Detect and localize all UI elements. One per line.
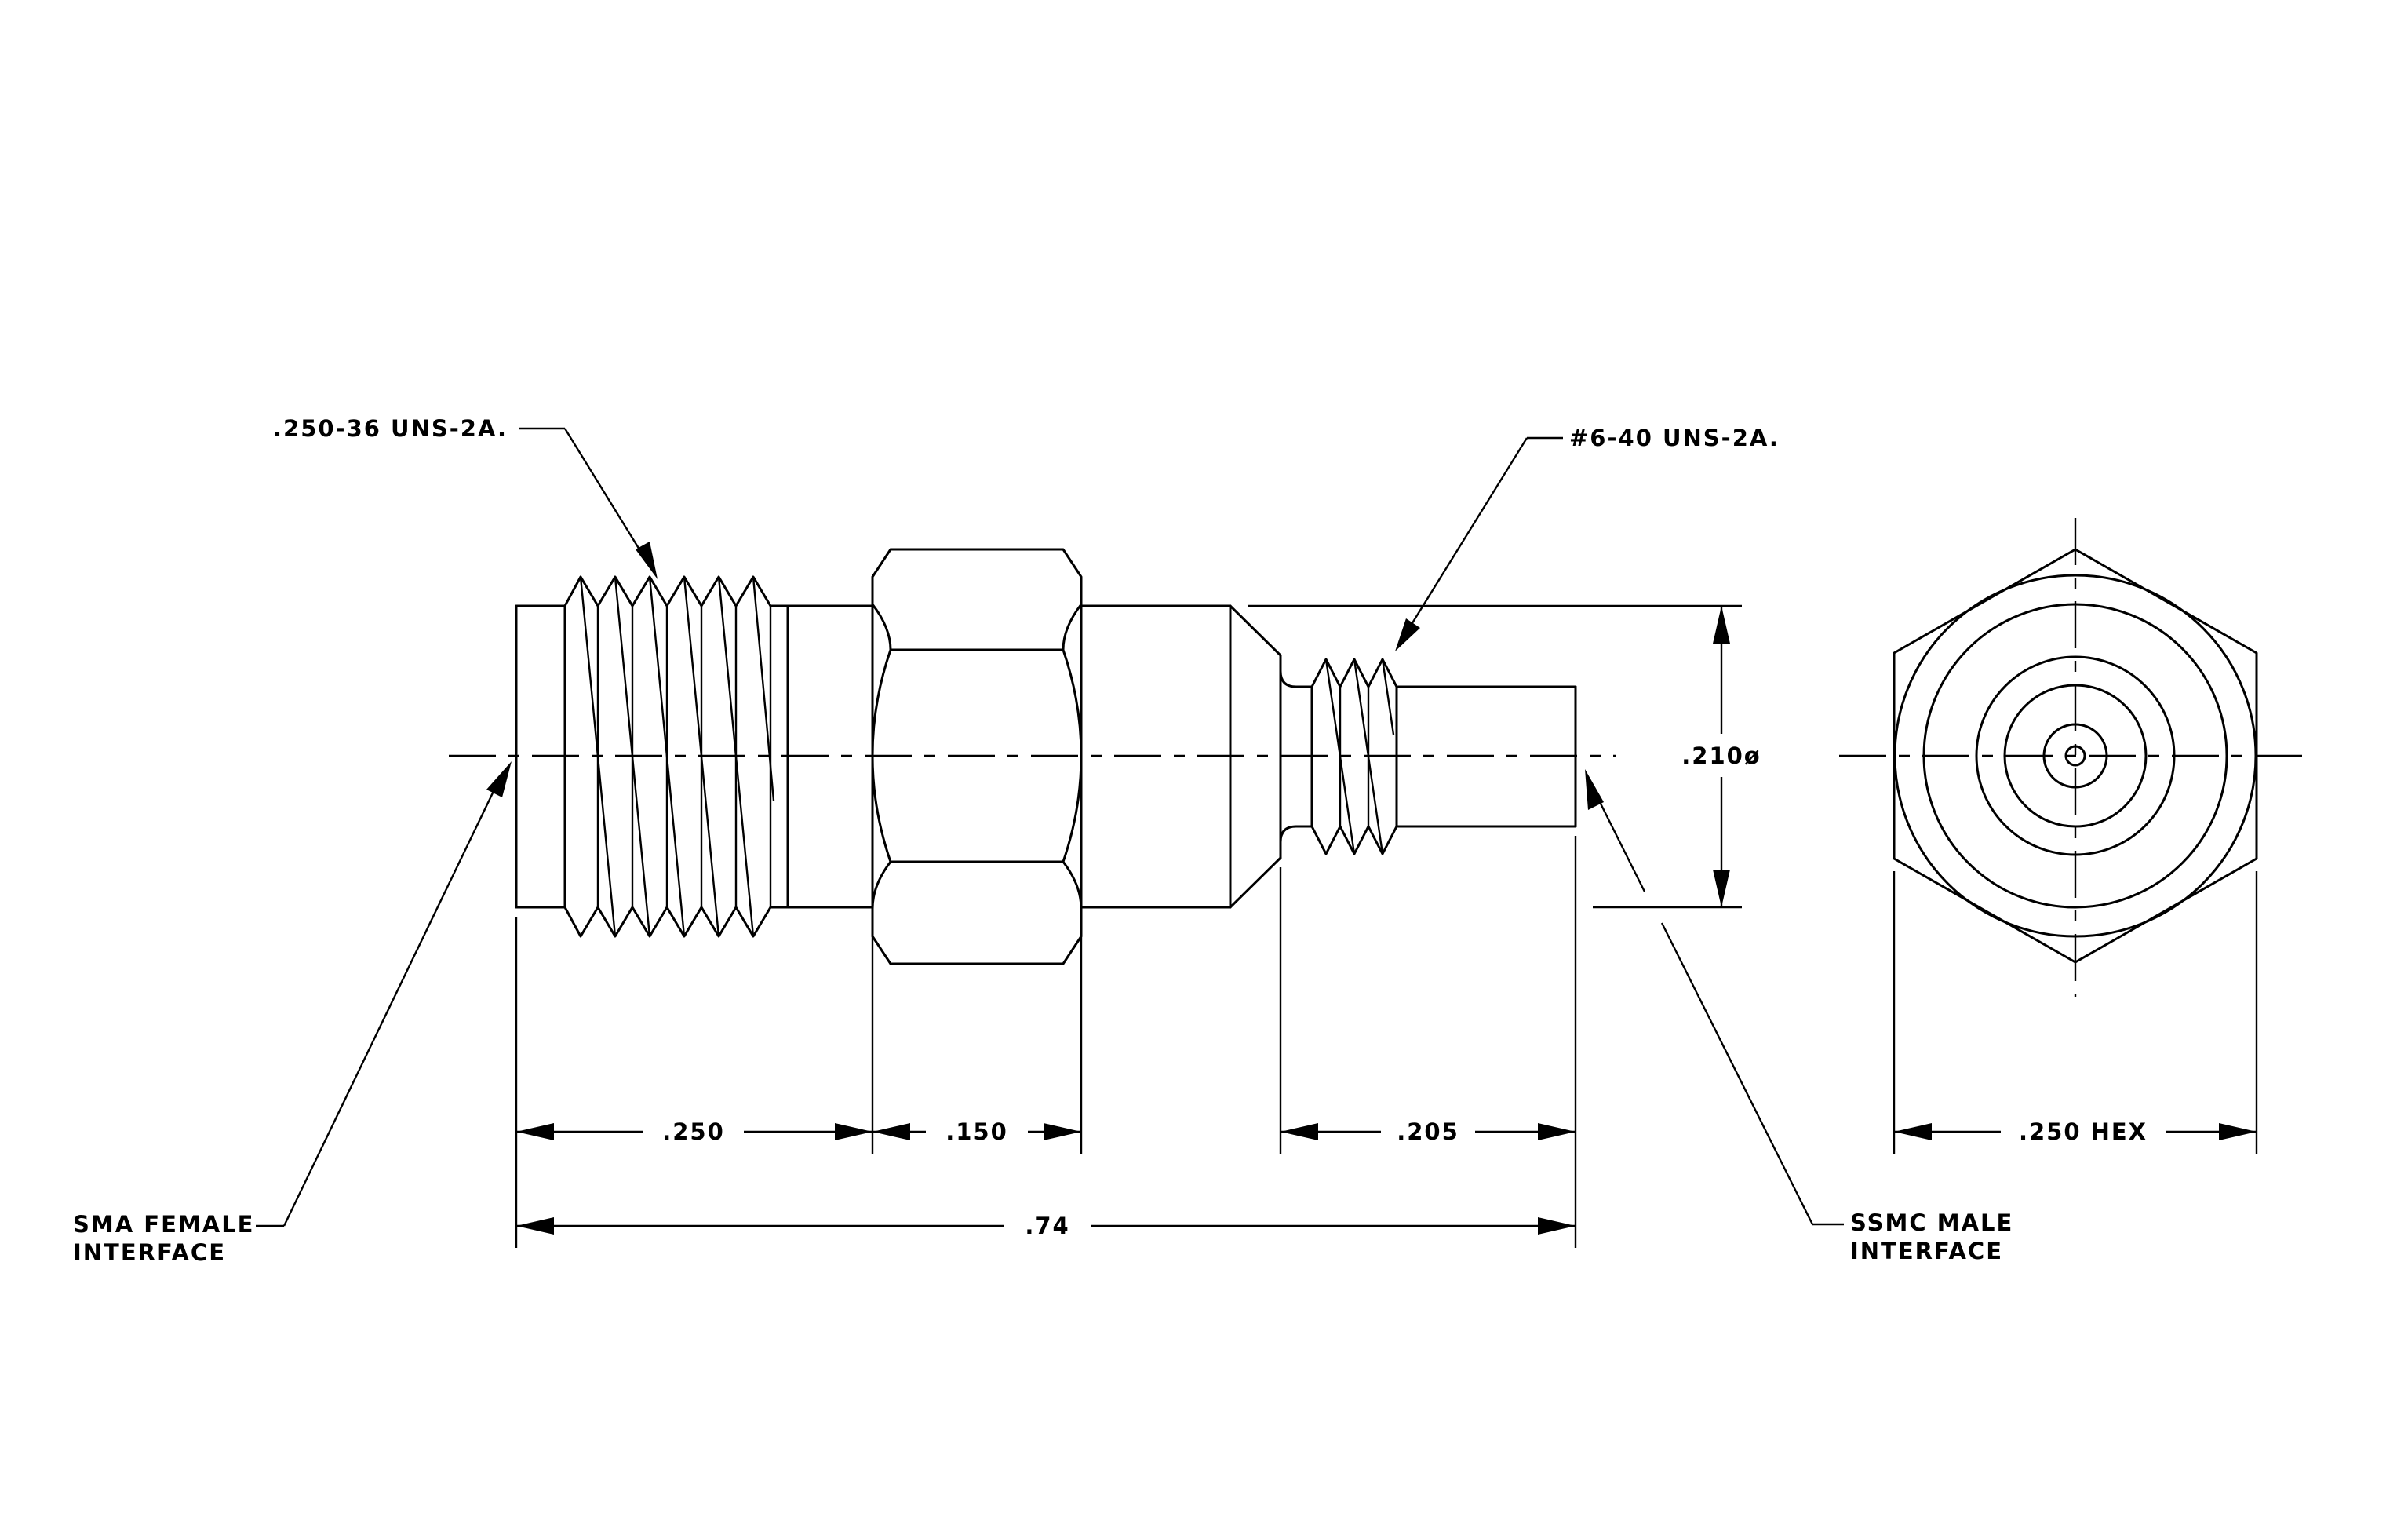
callout-label-ssmc-interface-line2: INTERFACE [1850,1238,2003,1264]
main-body [1080,604,1232,909]
dim-diameter: .210ø [1681,606,1761,907]
ssmc-thread [1310,658,1398,855]
callout-label-ssmc-interface-line1: SSMC MALE [1850,1209,2013,1236]
outer-circle [1893,574,2257,938]
callout-sma-thread: .250-36 UNS-2A. [273,415,658,579]
extension-lines [515,604,2258,1248]
sma-end-face [515,604,566,909]
dim-ssmc-length: .205 [1281,1118,1576,1145]
end-view [1839,518,2315,997]
dim-hex-size: .250 HEX [1894,1118,2257,1145]
callout-ssmc-interface: SSMC MALE INTERFACE [1585,769,2013,1264]
side-view [449,548,1616,965]
callout-label-ssmc-thread: #6-40 UNS-2A. [1569,425,1780,451]
ssmc-chamfer [1229,604,1313,909]
ssmc-pin [1395,685,1577,828]
callout-label-sma-interface-line2: INTERFACE [73,1239,226,1266]
dim-sma-length: .250 [516,1118,872,1145]
dielectric-circle [1975,655,2176,856]
callout-sma-interface: SMA FEMALE INTERFACE [73,761,512,1266]
sma-thread [563,575,789,938]
dim-label-ssmc-length: .205 [1397,1118,1459,1145]
dim-overall-length: .74 [516,1213,1576,1239]
pin-ring [2042,723,2108,789]
pin-center [2064,745,2086,767]
dim-hex-length: .150 [872,1118,1081,1145]
hex-outline [1893,548,2258,964]
dim-label-hex-size: .250 HEX [2019,1118,2148,1145]
hex-body [871,548,1083,965]
sma-shank [786,604,874,909]
inner-circle [2003,684,2148,828]
dim-label-sma-length: .250 [662,1118,725,1145]
dim-label-overall-length: .74 [1025,1213,1069,1239]
body-circle [1922,603,2228,909]
callout-label-sma-thread: .250-36 UNS-2A. [273,415,508,442]
callout-label-sma-interface-line1: SMA FEMALE [73,1211,255,1238]
callout-ssmc-thread: #6-40 UNS-2A. [1395,425,1780,651]
dim-label-diameter: .210ø [1681,742,1761,769]
dim-label-hex-length: .150 [945,1118,1008,1145]
